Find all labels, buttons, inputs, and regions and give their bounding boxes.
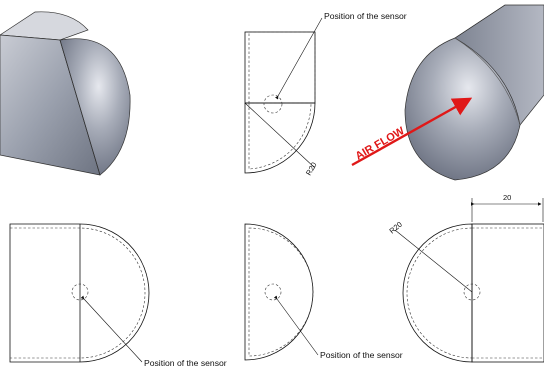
radius-label-top: R20 [304, 161, 319, 177]
sensor-marker-bottom-right [463, 283, 481, 301]
sensor-label-top: Position of the sensor [324, 11, 407, 21]
top-view-drawing: Position of the sensor R20 [244, 11, 407, 177]
sensor-label-bottom-mid: Position of the sensor [320, 350, 403, 360]
sensor-marker-top [263, 94, 283, 114]
side-view-drawing-right: R20 20 [388, 193, 544, 363]
sensor-marker-bottom-left [71, 283, 89, 301]
air-flow-arrow [351, 97, 473, 167]
sensor-marker-bottom-mid [264, 283, 282, 301]
model-3d-left [0, 11, 131, 176]
sensor-label-bottom-left: Position of the sensor [144, 358, 227, 368]
radius-label-bottom-right: R20 [388, 220, 404, 236]
length-label-bottom-right: 20 [503, 193, 511, 202]
air-flow-label: AIR FLOW [354, 125, 408, 163]
model-3d-right: AIR FLOW [351, 4, 544, 181]
side-view-drawing-left: Position of the sensor [9, 223, 227, 368]
front-view-drawing: Position of the sensor [244, 223, 403, 361]
